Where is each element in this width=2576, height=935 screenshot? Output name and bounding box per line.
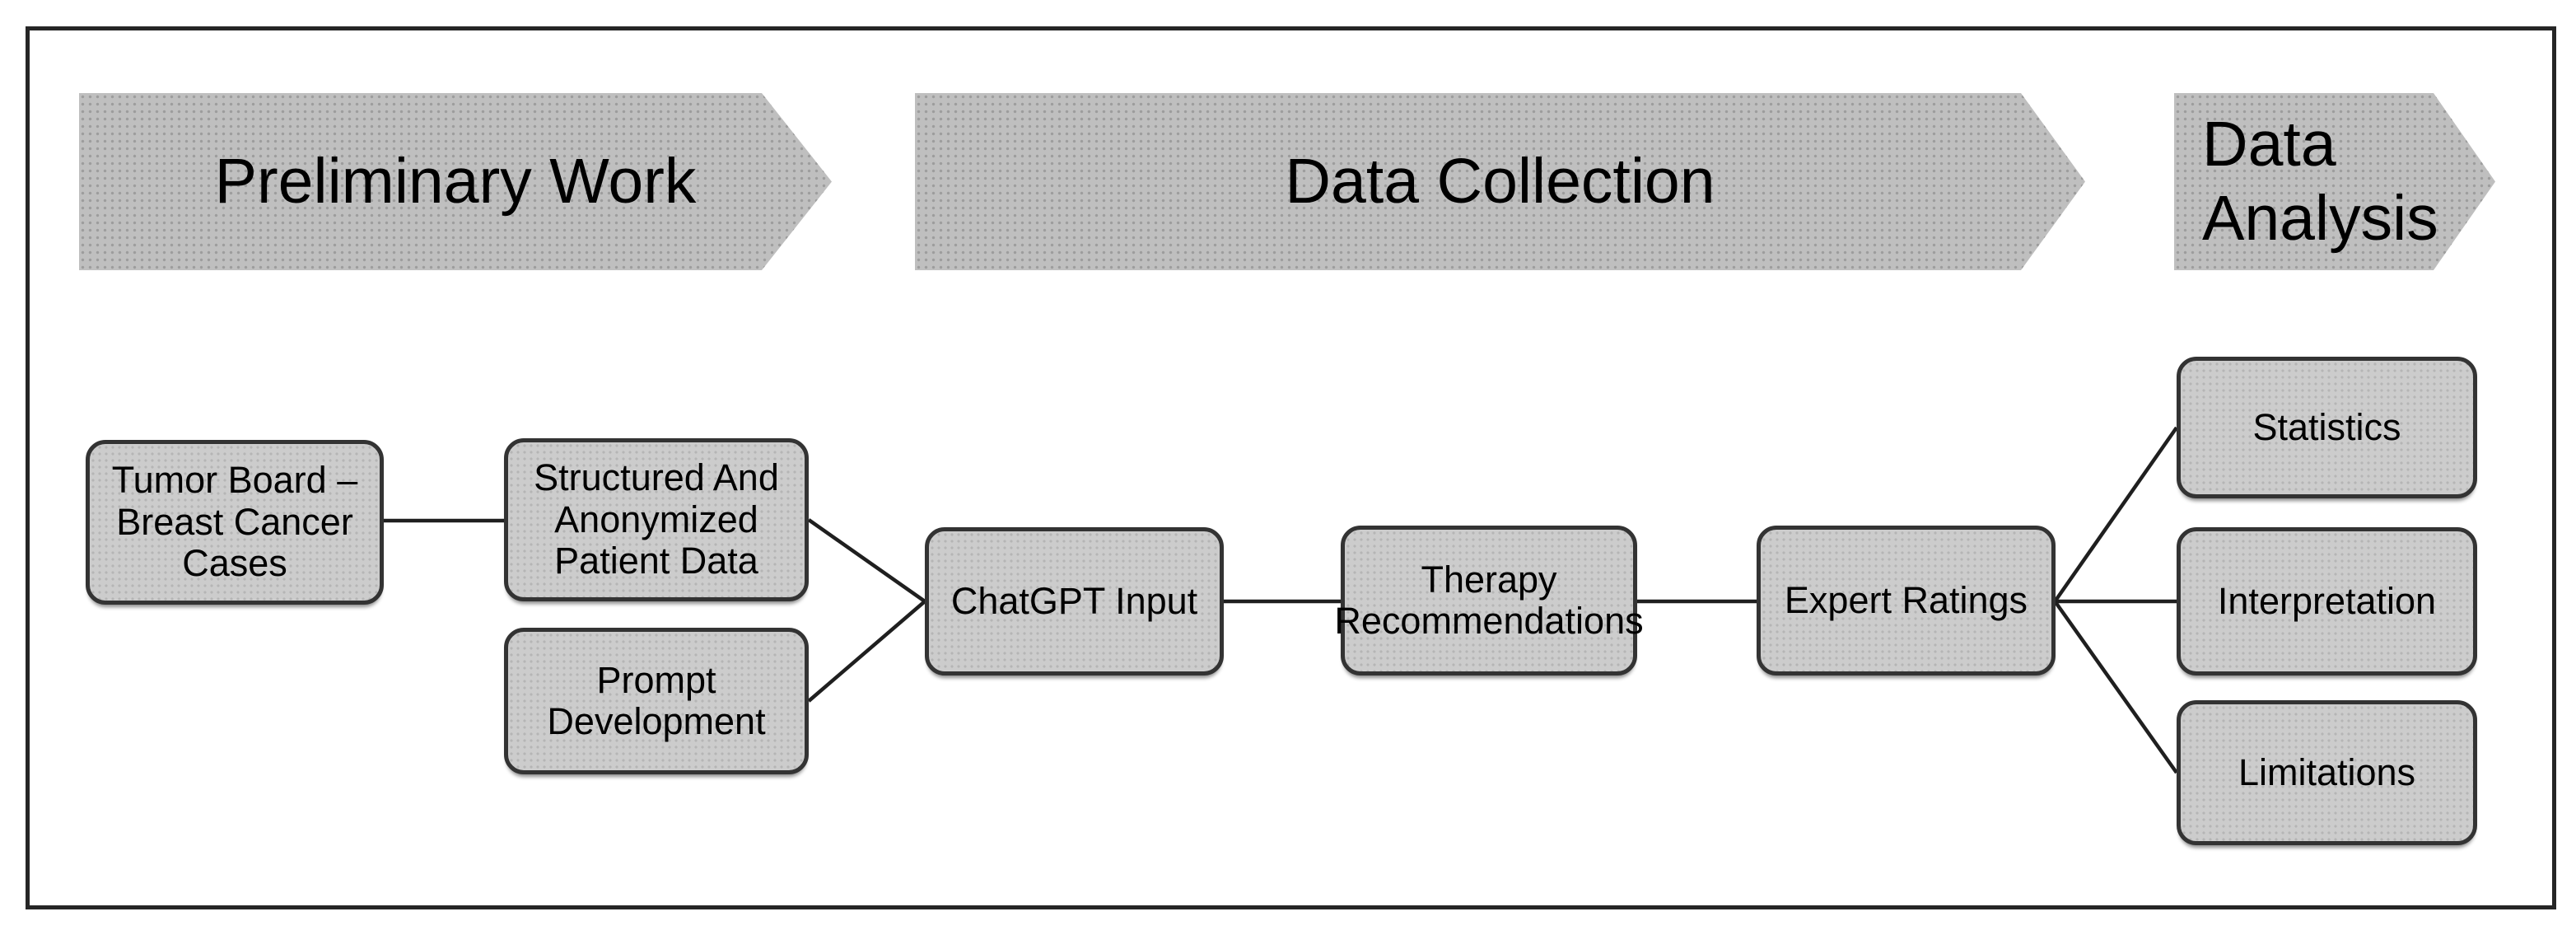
connector-prompt-development-to-chatgpt-input — [807, 600, 926, 703]
node-limitations: Limitations — [2177, 700, 2477, 845]
node-label: Therapy Recommendations — [1334, 558, 1644, 642]
node-statistics: Statistics — [2177, 357, 2477, 498]
diagram-frame — [26, 26, 2556, 909]
node-structured-and-anonymized-patient-data: Structured And Anonymized Patient Data — [504, 438, 809, 601]
connector-expert-ratings-to-limitations — [2054, 601, 2178, 774]
node-label: ChatGPT Input — [950, 579, 1198, 622]
connector-expert-ratings-to-statistics — [2054, 426, 2178, 602]
node-label: Structured And Anonymized Patient Data — [534, 456, 779, 582]
connector-structured-data-to-chatgpt-input — [807, 518, 926, 603]
phase-banner-data-collection: Data Collection — [915, 93, 2085, 270]
phase-banner-data-analysis: Data Analysis — [2174, 93, 2495, 270]
node-label: Statistics — [2252, 405, 2401, 448]
node-label: Interpretation — [2217, 579, 2437, 622]
phase-label: Data Analysis — [2202, 109, 2438, 254]
node-label: Prompt Development — [547, 658, 766, 742]
node-interpretation: Interpretation — [2177, 527, 2477, 676]
node-label: Limitations — [2238, 750, 2416, 793]
node-label: Tumor Board – Breast Cancer Cases — [111, 459, 358, 585]
node-label: Expert Ratings — [1784, 578, 2028, 621]
phase-banner-preliminary-work: Preliminary Work — [79, 93, 832, 270]
node-expert-ratings: Expert Ratings — [1757, 526, 2056, 676]
node-therapy-recommendations: Therapy Recommendations — [1334, 526, 1644, 676]
phase-label: Preliminary Work — [214, 145, 697, 217]
phase-label: Data Collection — [1285, 145, 1715, 217]
node-chatgpt-input: ChatGPT Input — [925, 527, 1224, 676]
node-tumor-board-breast-cancer-cases: Tumor Board – Breast Cancer Cases — [86, 440, 384, 605]
node-prompt-development: Prompt Development — [504, 628, 809, 774]
